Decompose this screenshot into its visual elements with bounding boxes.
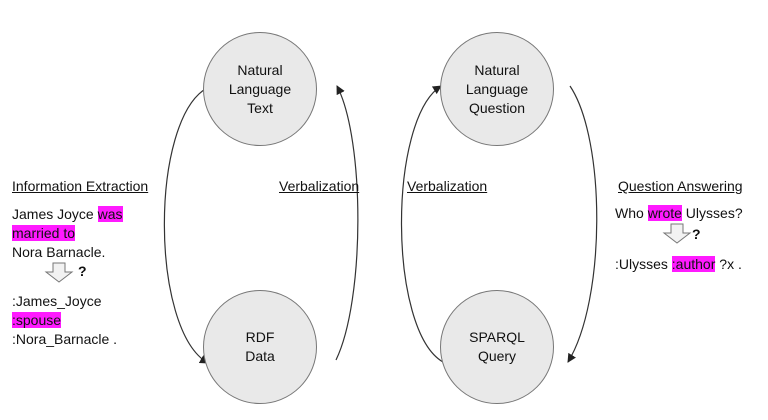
qa-query-text: :Ulysses xyxy=(615,256,672,272)
triple-predicate-line: :spouse xyxy=(12,311,117,330)
information-extraction-arrow xyxy=(163,87,209,364)
down-arrow-icon xyxy=(44,262,74,283)
verbalization-right-arrow xyxy=(400,85,444,363)
ie-sentence-text: James Joyce xyxy=(12,206,98,222)
qa-question-text: Ulysses? xyxy=(681,205,743,221)
node-label: Question xyxy=(468,99,526,116)
ie-sentence-line: Nora Barnacle. xyxy=(12,244,106,260)
node-label: RDF xyxy=(245,329,275,345)
ie-sentence-line: James Joyce was xyxy=(12,205,123,224)
verbalization-right-label: Verbalization xyxy=(407,178,488,194)
verbalization-left-label: Verbalization xyxy=(279,178,360,194)
ie-sentence: James Joyce was married to Nora Barnacle… xyxy=(12,205,123,262)
question-answering-arrow xyxy=(567,85,598,363)
triple-object: :Nora_Barnacle . xyxy=(12,331,118,347)
ie-sentence-line: married to xyxy=(12,224,123,243)
node-label: SPARQL xyxy=(469,329,525,345)
ie-relation-highlight: was xyxy=(97,206,123,222)
qa-question: Who wrote Ulysses? xyxy=(615,204,743,223)
sparql-query-node: SPARQL Query xyxy=(440,290,554,404)
verbalization-left-arrow xyxy=(335,85,359,361)
qa-relation-highlight: wrote xyxy=(647,205,682,221)
node-label: Natural xyxy=(237,61,283,78)
qa-predicate-highlight: :author xyxy=(671,256,716,272)
ie-question-mark: ? xyxy=(78,263,87,279)
node-label: Query xyxy=(477,348,517,364)
natural-language-text-node: Natural Language Text xyxy=(203,32,317,146)
node-label: Natural xyxy=(474,61,520,78)
natural-language-question-node: Natural Language Question xyxy=(440,32,554,146)
triple-subject: :James_Joyce xyxy=(12,293,102,309)
qa-question-mark: ? xyxy=(692,226,701,242)
qa-question-text: Who xyxy=(615,205,648,221)
rdf-data-node: RDF Data xyxy=(203,290,317,404)
ie-triple: :James_Joyce :spouse :Nora_Barnacle . xyxy=(12,292,117,349)
node-label: Data xyxy=(245,348,275,364)
node-label: Language xyxy=(465,80,529,97)
ie-relation-highlight: married to xyxy=(12,225,76,241)
node-label: Text xyxy=(247,99,273,116)
down-arrow-icon xyxy=(662,223,692,244)
qa-query: :Ulysses :author ?x . xyxy=(615,255,742,274)
information-extraction-label: Information Extraction xyxy=(12,178,149,194)
node-label: Language xyxy=(228,80,292,97)
qa-query-text: ?x . xyxy=(715,256,742,272)
triple-predicate-highlight: :spouse xyxy=(12,312,62,328)
question-answering-label: Question Answering xyxy=(618,178,743,194)
